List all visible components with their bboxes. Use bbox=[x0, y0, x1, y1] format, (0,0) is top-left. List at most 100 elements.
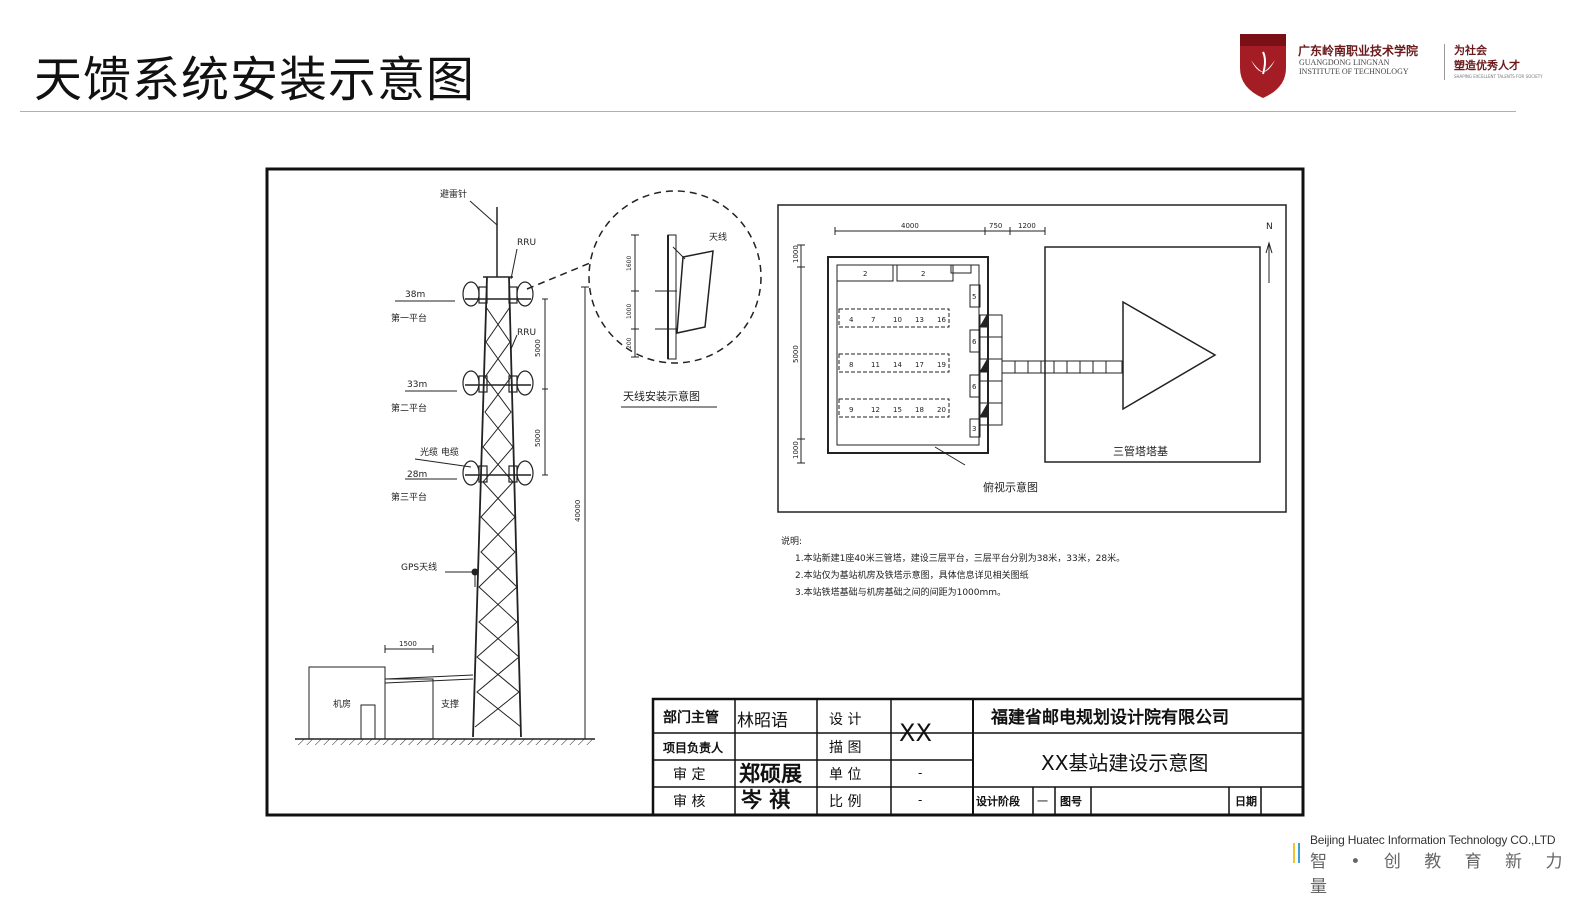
slide-title: 天馈系统安装示意图 bbox=[34, 52, 476, 108]
lightning-rod-label: 避雷针 bbox=[440, 188, 467, 200]
antenna-dim-c: 200 bbox=[626, 337, 633, 349]
dept-head-label: 部门主管 bbox=[663, 709, 719, 726]
company-name: 福建省邮电规划设计院有限公司 bbox=[990, 707, 1229, 728]
scale-label: 比 例 bbox=[829, 794, 861, 810]
plan-box-6a: 6 bbox=[972, 338, 977, 346]
plan-dim-v1: 1000 bbox=[792, 245, 800, 263]
plan-box-6b: 6 bbox=[972, 383, 977, 391]
drawing-notes: 说明: 1.本站新建1座40米三管塔，建设三层平台，三层平台分别为38米，33米… bbox=[781, 535, 1125, 598]
cabinet-number: 4 bbox=[849, 316, 854, 324]
platform2-height: 33m bbox=[407, 380, 427, 390]
footer-slogan: 智 • 创 教 育 新 力 量 bbox=[1310, 852, 1572, 897]
platform2-name: 第二平台 bbox=[391, 402, 427, 414]
rru-mid-label: RRU bbox=[517, 328, 536, 338]
drawing-frame bbox=[265, 167, 1305, 817]
school-motto: 为社会 bbox=[1454, 44, 1487, 57]
scale-value: - bbox=[918, 793, 922, 807]
plan-dim-4000: 4000 bbox=[901, 222, 919, 230]
cabinet-number: 17 bbox=[915, 361, 924, 369]
cabinet-number: 10 bbox=[893, 316, 902, 324]
plan-box-3: 3 bbox=[972, 425, 976, 433]
review-label: 审 核 bbox=[673, 794, 705, 810]
engineering-drawing: 避雷针 RRU 38m 第一平台 RRU 33m 第二平台 光缆 电缆 28m … bbox=[265, 167, 1305, 817]
tower-labels: 避雷针 RRU 38m 第一平台 RRU 33m 第二平台 光缆 电缆 28m … bbox=[333, 188, 582, 710]
antenna-detail bbox=[588, 190, 762, 408]
title-divider bbox=[20, 111, 1516, 112]
unit-label: 单 位 bbox=[829, 767, 861, 783]
design-value: XX bbox=[899, 719, 932, 747]
cabinet-number: 15 bbox=[893, 406, 902, 414]
plan-box-2b: 2 bbox=[921, 270, 925, 278]
school-name-en-2: INSTITUTE OF TECHNOLOGY bbox=[1299, 67, 1409, 76]
dim-5000-a: 5000 bbox=[534, 339, 542, 357]
approve-label: 审 定 bbox=[673, 767, 705, 783]
cabinet-number: 7 bbox=[871, 316, 875, 324]
number-label: 图号 bbox=[1060, 795, 1082, 808]
plan-view-caption: 俯视示意图 bbox=[983, 480, 1038, 494]
dim-5000-b: 5000 bbox=[534, 429, 542, 447]
plan-view bbox=[777, 204, 1287, 513]
title-block bbox=[651, 697, 1305, 817]
cabinet-number: 9 bbox=[849, 406, 853, 414]
unit-value: - bbox=[918, 766, 922, 780]
plan-box-5: 5 bbox=[972, 293, 976, 301]
stage-label: 设计阶段 bbox=[976, 794, 1020, 808]
school-name-en: GUANGDONG LINGNAN bbox=[1299, 58, 1390, 67]
notes-heading: 说明: bbox=[781, 535, 802, 547]
north-arrow-label: N bbox=[1266, 222, 1273, 232]
project-lead-label: 项目负责人 bbox=[663, 740, 724, 755]
cabinet-number: 13 bbox=[915, 316, 924, 324]
tower-elevation bbox=[295, 200, 595, 745]
footer-accent-bar bbox=[1293, 843, 1295, 863]
title-block-text: 部门主管 林昭语 设 计 XX 福建省邮电规划设计院有限公司 项目负责人 描 图… bbox=[663, 707, 1257, 812]
footer-accent-bar-2 bbox=[1298, 843, 1300, 863]
date-label: 日期 bbox=[1235, 794, 1257, 808]
platform3-name: 第三平台 bbox=[391, 491, 427, 503]
drawing-title: XX基站建设示意图 bbox=[1041, 751, 1208, 775]
cabinet-number: 11 bbox=[871, 361, 880, 369]
antenna-detail-caption: 天线安装示意图 bbox=[623, 389, 700, 403]
cabinet-number: 18 bbox=[915, 406, 924, 414]
antenna-detail-labels: 天线 1600 1000 200 天线安装示意图 bbox=[623, 231, 727, 403]
crest-icon bbox=[1240, 34, 1286, 98]
dept-head-value: 林昭语 bbox=[737, 711, 788, 731]
approve-signature: 郑硕展 bbox=[739, 762, 802, 786]
school-motto-2: 塑造优秀人才 bbox=[1454, 59, 1520, 72]
gps-label: GPS天线 bbox=[401, 561, 437, 573]
design-label: 设 计 bbox=[829, 712, 861, 728]
plan-view-labels: 4000 750 1200 1000 5000 1000 N 2 2 5 6 6… bbox=[792, 222, 1273, 494]
plan-dim-v2: 5000 bbox=[792, 345, 800, 363]
cabinet-number: 20 bbox=[937, 406, 946, 414]
plan-box-2a: 2 bbox=[863, 270, 867, 278]
cabinet-number: 12 bbox=[871, 406, 880, 414]
antenna-dim-a: 1600 bbox=[626, 256, 633, 271]
platform3-height: 28m bbox=[407, 470, 427, 480]
note-line: 3.本站铁塔基础与机房基础之间的间距为1000mm。 bbox=[795, 586, 1006, 598]
dim-total-height: 40000 bbox=[574, 500, 582, 522]
plan-dim-1200: 1200 bbox=[1018, 222, 1036, 230]
cabinet-number: 19 bbox=[937, 361, 946, 369]
platform1-height: 38m bbox=[405, 290, 425, 300]
plan-dim-750: 750 bbox=[989, 222, 1002, 230]
logo-divider bbox=[1444, 44, 1445, 80]
plan-dim-v3: 1000 bbox=[792, 441, 800, 459]
review-signature: 岑 祺 bbox=[741, 788, 790, 812]
support-label: 支撑 bbox=[441, 698, 459, 710]
dim-1500: 1500 bbox=[399, 640, 417, 648]
antenna-label: 天线 bbox=[709, 231, 727, 243]
platform1-name: 第一平台 bbox=[391, 312, 427, 324]
school-name-cn: 广东岭南职业技术学院 bbox=[1298, 44, 1419, 58]
note-line: 1.本站新建1座40米三管塔，建设三层平台，三层平台分别为38米，33米，28米… bbox=[795, 552, 1125, 564]
drawing-label: 描 图 bbox=[829, 740, 861, 756]
footer-company: Beijing Huatec Information Technology CO… bbox=[1310, 833, 1556, 847]
stage-value: 一 bbox=[1037, 795, 1048, 808]
note-line: 2.本站仅为基站机房及铁塔示意图，具体信息详见相关图纸 bbox=[795, 569, 1029, 581]
rru-top-label: RRU bbox=[517, 238, 536, 248]
cabinet-number: 16 bbox=[937, 316, 946, 324]
school-motto-en: SHAPING EXCELLENT TALENTS FOR SOCIETY bbox=[1454, 74, 1543, 79]
school-logo: 广东岭南职业技术学院 GUANGDONG LINGNAN INSTITUTE O… bbox=[1232, 30, 1552, 104]
cabinet-number: 14 bbox=[893, 361, 902, 369]
cable-label: 光缆 电缆 bbox=[420, 446, 459, 458]
cabinet-number: 8 bbox=[849, 361, 853, 369]
tower-base-label: 三管塔塔基 bbox=[1113, 444, 1168, 458]
